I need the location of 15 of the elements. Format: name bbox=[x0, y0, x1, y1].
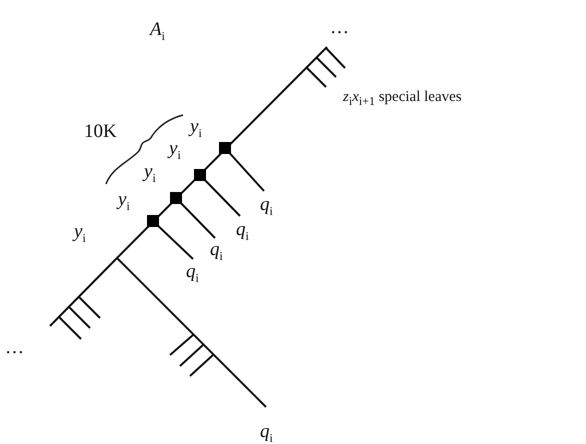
math-label: y$_{i}$ bbox=[118, 190, 130, 212]
math-label: y$_{i}$ bbox=[74, 222, 86, 244]
math-label: z$_{i}$x$_{i+1}$ special leaves bbox=[343, 90, 462, 107]
math-label: q$_{i}$ bbox=[260, 195, 273, 217]
math-label: y$_{i}$ bbox=[144, 162, 156, 184]
ellipsis: … bbox=[330, 18, 349, 37]
math-label: q$_{i}$ bbox=[186, 262, 199, 284]
math-label: q$_{i}$ bbox=[260, 422, 273, 444]
ellipsis: … bbox=[5, 338, 24, 357]
math-label: q$_{i}$ bbox=[210, 240, 223, 262]
math-label: y$_{i}$ bbox=[169, 139, 181, 161]
math-label: 10K bbox=[84, 122, 117, 141]
math-label: q$_{i}$ bbox=[236, 220, 249, 242]
math-label: A$_{i}$ bbox=[150, 20, 165, 42]
math-label: y$_{i}$ bbox=[190, 117, 202, 139]
